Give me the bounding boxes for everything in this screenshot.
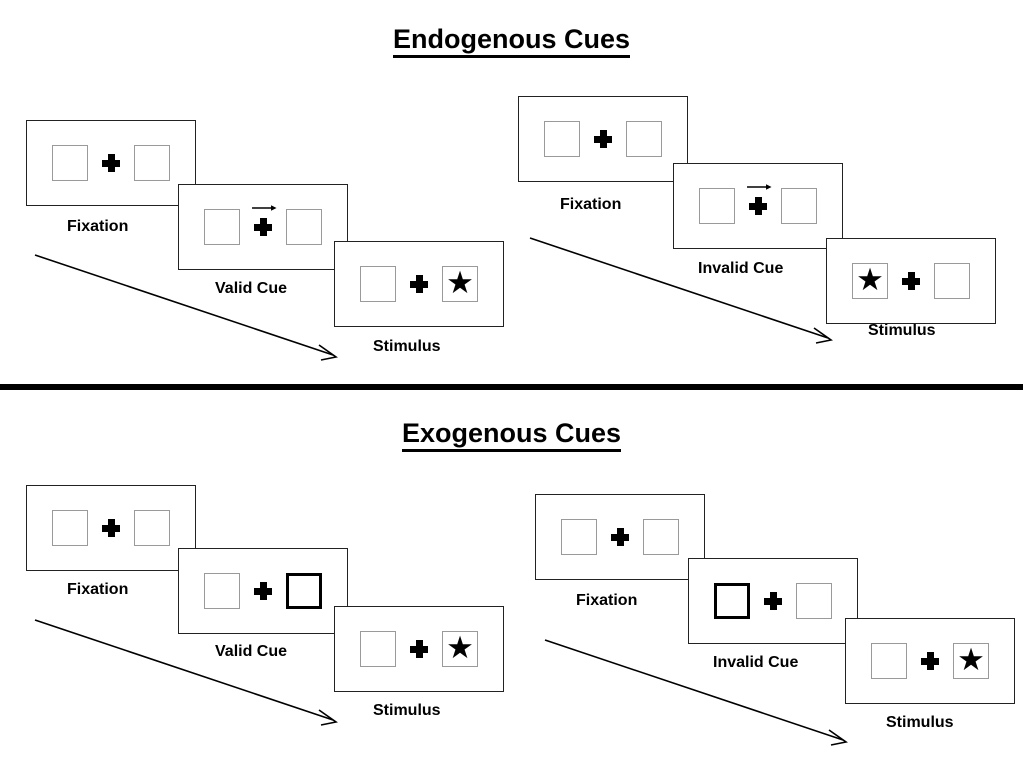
stimulus-box-left <box>699 188 735 224</box>
caption-endogenous-invalid-cue: Invalid Cue <box>698 260 784 277</box>
fixation-cross-icon <box>102 154 120 172</box>
stimulus-box-right-target: ★ <box>953 643 989 679</box>
stimulus-box-left-cued <box>714 583 750 619</box>
panel-exogenous-valid-stimulus: ★ <box>334 606 504 692</box>
panel-endogenous-invalid-stimulus: ★ <box>826 238 996 324</box>
stimulus-box-right <box>796 583 832 619</box>
fixation-cross-icon <box>102 519 120 537</box>
stimulus-box-right <box>134 145 170 181</box>
stimulus-box-right <box>134 510 170 546</box>
section-title-endogenous: Endogenous Cues <box>0 24 1023 58</box>
time-progression-arrow-icon <box>529 237 833 344</box>
fixation-cross-icon <box>921 652 939 670</box>
section-title-exogenous: Exogenous Cues <box>0 418 1023 452</box>
fixation-cross-icon <box>254 582 272 600</box>
section-divider <box>0 384 1023 390</box>
caption-endogenous-invalid-stimulus: Stimulus <box>868 322 936 339</box>
fixation-cross-icon <box>594 130 612 148</box>
stimulus-box-left <box>52 145 88 181</box>
stimulus-box-left <box>360 631 396 667</box>
stimulus-box-left-target: ★ <box>852 263 888 299</box>
caption-exogenous-valid-cue: Valid Cue <box>215 643 288 660</box>
stimulus-box-right <box>934 263 970 299</box>
star-icon: ★ <box>446 265 474 300</box>
fixation-cross-icon <box>410 640 428 658</box>
caption-endogenous-invalid-fixation: Fixation <box>560 196 622 213</box>
fixation-cross-icon <box>764 592 782 610</box>
stimulus-box-left <box>360 266 396 302</box>
stimulus-box-left <box>544 121 580 157</box>
panel-exogenous-invalid-fixation <box>535 494 705 580</box>
caption-exogenous-invalid-fixation: Fixation <box>576 592 638 609</box>
fixation-cross-icon <box>611 528 629 546</box>
panel-endogenous-valid-fixation <box>26 120 196 206</box>
panel-endogenous-valid-cue <box>178 184 348 270</box>
star-icon: ★ <box>957 642 985 677</box>
panel-exogenous-invalid-cue <box>688 558 858 644</box>
caption-endogenous-valid-stimulus: Stimulus <box>373 338 441 355</box>
stimulus-box-left <box>204 573 240 609</box>
stimulus-box-right <box>626 121 662 157</box>
caption-exogenous-invalid-stimulus: Stimulus <box>886 714 954 731</box>
stimulus-box-left <box>52 510 88 546</box>
panel-endogenous-invalid-fixation <box>518 96 688 182</box>
caption-exogenous-valid-fixation: Fixation <box>67 581 129 598</box>
stimulus-box-right-cued <box>286 573 322 609</box>
panel-exogenous-valid-cue <box>178 548 348 634</box>
fixation-cross-icon <box>252 205 277 236</box>
star-icon: ★ <box>446 630 474 665</box>
stimulus-box-right <box>781 188 817 224</box>
fixation-cross-icon <box>410 275 428 293</box>
panel-endogenous-valid-stimulus: ★ <box>334 241 504 327</box>
stimulus-box-left <box>871 643 907 679</box>
arrow-right-icon <box>747 184 772 190</box>
stimulus-box-right-target: ★ <box>442 631 478 667</box>
section-title-endogenous-text: Endogenous Cues <box>392 24 630 58</box>
panel-exogenous-invalid-stimulus: ★ <box>845 618 1015 704</box>
star-icon: ★ <box>856 262 884 297</box>
caption-endogenous-valid-cue: Valid Cue <box>215 280 288 297</box>
stimulus-box-right-target: ★ <box>442 266 478 302</box>
stimulus-box-right <box>643 519 679 555</box>
caption-endogenous-valid-fixation: Fixation <box>67 218 129 235</box>
caption-exogenous-invalid-cue: Invalid Cue <box>713 654 799 671</box>
stimulus-box-left <box>204 209 240 245</box>
stimulus-box-left <box>561 519 597 555</box>
time-progression-arrow-icon <box>34 619 338 726</box>
caption-exogenous-valid-stimulus: Stimulus <box>373 702 441 719</box>
time-progression-arrow-icon <box>34 254 338 361</box>
arrow-right-icon <box>252 205 277 211</box>
section-title-exogenous-text: Exogenous Cues <box>401 418 622 452</box>
time-progression-arrow-icon <box>544 639 848 746</box>
fixation-cross-icon <box>902 272 920 290</box>
stimulus-box-right <box>286 209 322 245</box>
fixation-cross-icon <box>747 184 772 215</box>
panel-endogenous-invalid-cue <box>673 163 843 249</box>
panel-exogenous-valid-fixation <box>26 485 196 571</box>
